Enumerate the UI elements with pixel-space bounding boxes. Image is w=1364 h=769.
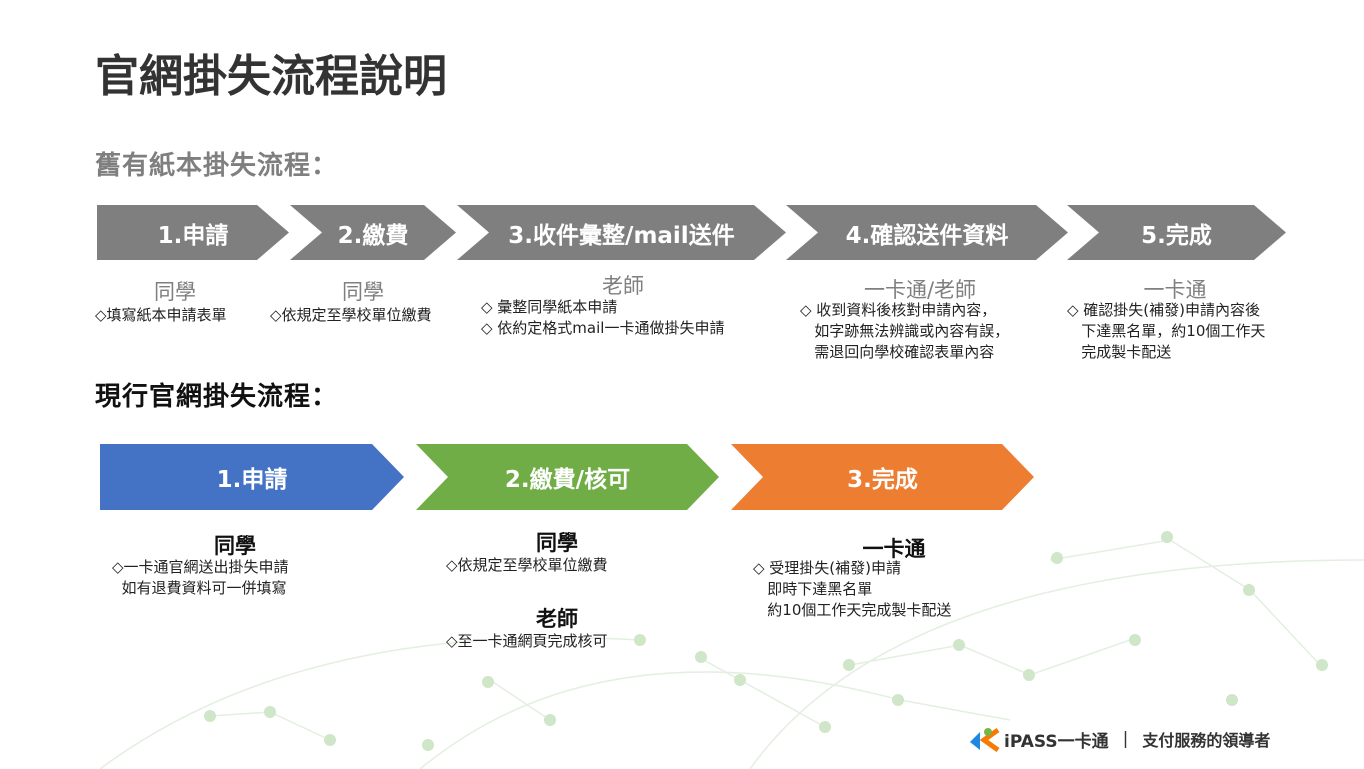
new-step-1-role: 同學 (214, 534, 256, 558)
new-step-2-desc-2: ◇至一卡通網頁完成核可 (446, 632, 608, 650)
new-step-1-arrow: 1.申請 (100, 444, 404, 510)
old-step-5-desc: ◇ 確認掛失(補發)申請內容後 下達黑名單，約10個工作天 完成製卡配送 (1067, 301, 1266, 361)
ipass-logo-icon (970, 727, 1000, 752)
old-step-1-desc: ◇填寫紙本申請表單 (95, 306, 227, 324)
new-step-3-arrow: 3.完成 (731, 444, 1034, 510)
new-step-2-role: 同學 (536, 531, 578, 555)
old-step-3-desc: ◇ 彙整同學紙本申請 ◇ 依約定格式mail一卡通做掛失申請 (481, 298, 725, 337)
footer-separator: | (1122, 729, 1129, 749)
footer-slogan: 支付服務的領導者 (1142, 731, 1271, 750)
new-step-2-role-2: 老師 (536, 607, 578, 631)
old-step-3-arrow: 3.收件彙整/mail送件 (457, 205, 786, 260)
old-step-4-desc: ◇ 收到資料後核對申請內容， 如字跡無法辨識或內容有誤， 需退回向學校確認表單內… (800, 301, 1010, 361)
old-process-heading: 舊有紙本掛失流程： (95, 151, 339, 181)
old-step-3-role: 老師 (602, 274, 644, 298)
new-process-heading: 現行官網掛失流程： (95, 382, 339, 412)
footer-branding: iPASS一卡通 | 支付服務的領導者 (968, 726, 1270, 752)
new-step-1-desc: ◇一卡通官網送出掛失申請 如有退費資料可一併填寫 (112, 558, 289, 597)
old-step-1-arrow: 1.申請 (97, 205, 289, 260)
old-step-4-role: 一卡通/老師 (863, 278, 977, 302)
old-step-4-arrow: 4.確認送件資料 (786, 205, 1068, 260)
old-step-2-role: 同學 (342, 280, 384, 304)
old-step-5-role: 一卡通 (1143, 278, 1207, 302)
new-step-2-desc: ◇依規定至學校單位繳費 (446, 556, 608, 574)
brand-name: iPASS一卡通 (1004, 731, 1109, 752)
new-step-3-role: 一卡通 (862, 537, 926, 561)
page-title: 官網掛失流程說明 (95, 51, 447, 102)
old-step-1-role: 同學 (154, 280, 196, 304)
old-step-2-desc: ◇依規定至學校單位繳費 (270, 306, 432, 324)
old-step-5-arrow: 5.完成 (1067, 205, 1286, 260)
new-step-2-arrow: 2.繳費/核可 (416, 444, 719, 510)
new-step-3-desc: ◇ 受理掛失(補發)申請 即時下達黑名單 約10個工作天完成製卡配送 (753, 559, 952, 619)
